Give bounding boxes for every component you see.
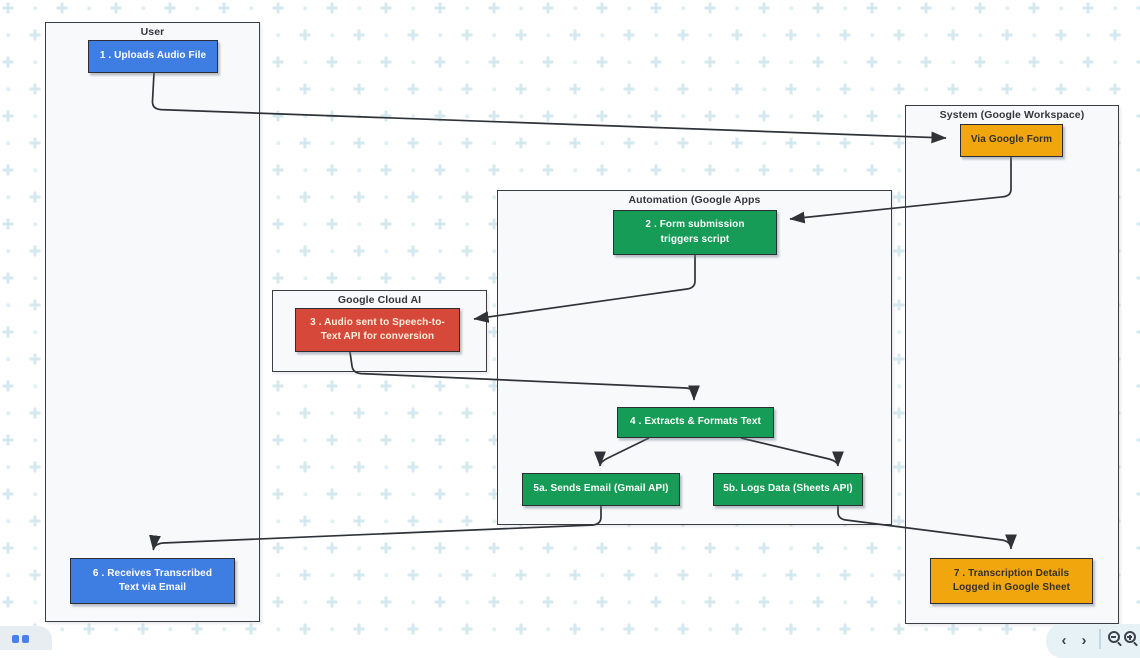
- node-5a-sends-email[interactable]: 5a. Sends Email (Gmail API): [522, 473, 680, 506]
- edge-n1-viaform[interactable]: [151, 72, 947, 144]
- toolbar-divider: [1099, 629, 1101, 649]
- node-6-receives-transcribed-text[interactable]: 6 . Receives Transcribed Text via Email: [70, 558, 235, 604]
- edge-n5a-n6[interactable]: [149, 506, 602, 551]
- bottom-right-toolbar: ‹ ›: [1046, 624, 1140, 658]
- edge-n4-n5a[interactable]: [594, 437, 650, 467]
- node-2-form-submission[interactable]: 2 . Form submission triggers script: [613, 210, 777, 255]
- badge-glyph-icon: [22, 635, 29, 643]
- zoom-in-icon[interactable]: [1123, 631, 1136, 643]
- container-automation-label: Automation (Google Apps: [628, 194, 761, 206]
- edge-viaform-n2[interactable]: [789, 157, 1012, 224]
- node-1-uploads-audio-file[interactable]: 1 . Uploads Audio File: [88, 40, 218, 73]
- diagram-canvas: { "palette": { "blue": "#3e7de1", "green…: [0, 0, 1140, 640]
- node-via-google-form[interactable]: Via Google Form: [960, 124, 1063, 157]
- node-3-audio-to-speech-api[interactable]: 3 . Audio sent to Speech-to- Text API fo…: [295, 308, 460, 352]
- edge-layer: [149, 72, 1017, 551]
- edge-n4-n5b[interactable]: [740, 437, 844, 467]
- edge-n2-n3[interactable]: [473, 255, 696, 323]
- zoom-out-icon[interactable]: [1107, 631, 1120, 643]
- badge-glyph-icon: [12, 635, 19, 643]
- edge-n3-n4[interactable]: [349, 351, 700, 401]
- bottom-left-badge[interactable]: [0, 626, 52, 650]
- edge-n5b-n7[interactable]: [837, 506, 1017, 550]
- chevron-right-icon[interactable]: ›: [1076, 629, 1092, 651]
- node-7-transcription-logged[interactable]: 7 . Transcription Details Logged in Goog…: [930, 558, 1093, 604]
- chevron-left-icon[interactable]: ‹: [1056, 629, 1072, 651]
- container-system-label: System (Google Workspace): [939, 109, 1085, 121]
- node-5b-logs-data[interactable]: 5b. Logs Data (Sheets API): [713, 473, 863, 506]
- node-4-extracts-formats-text[interactable]: 4 . Extracts & Formats Text: [617, 407, 774, 438]
